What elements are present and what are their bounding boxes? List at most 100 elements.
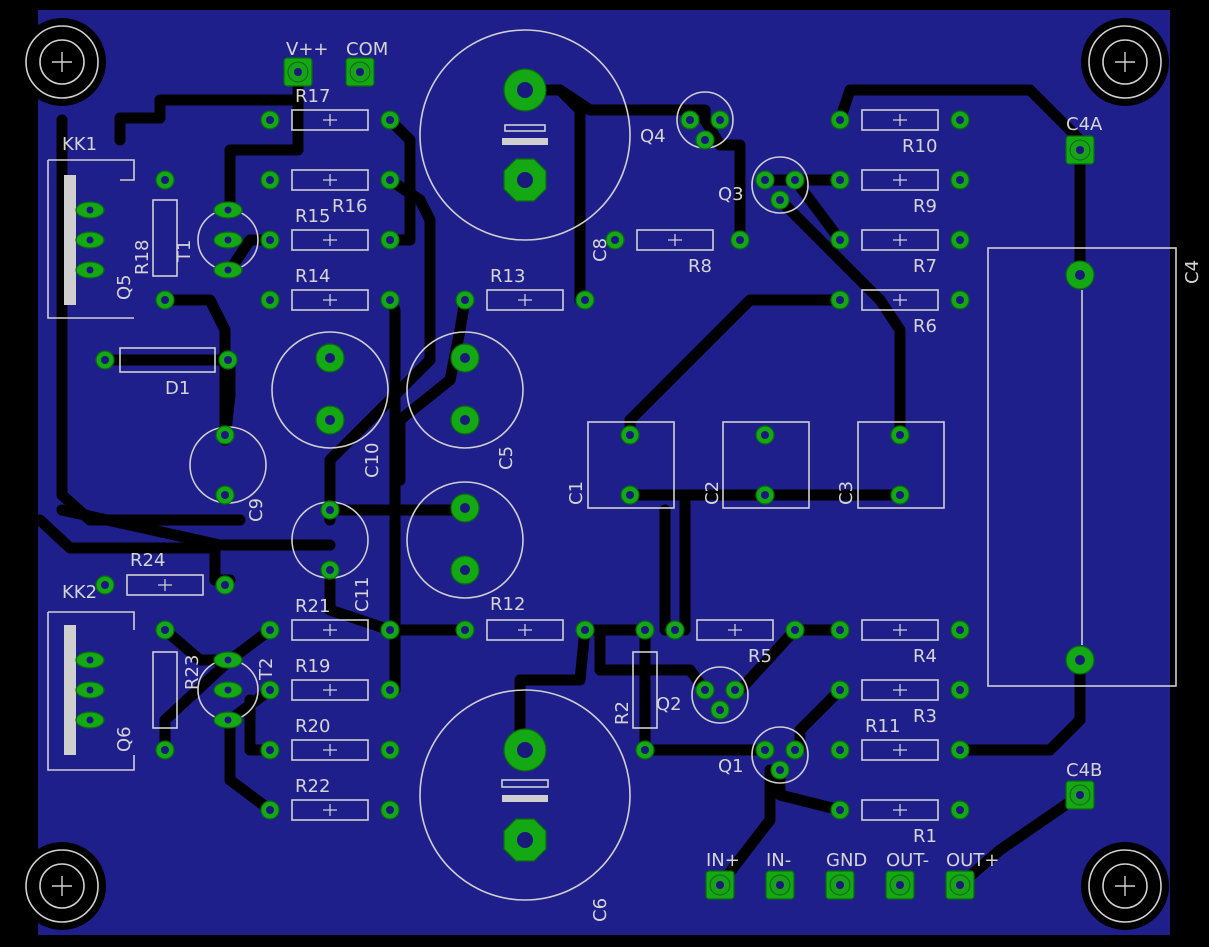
label-gnd: GND — [826, 850, 867, 871]
label-q4: Q4 — [640, 126, 666, 147]
c-top-mark — [504, 124, 546, 132]
pad-vpp — [283, 57, 313, 87]
r24-pad-2 — [215, 575, 235, 595]
c3-pad-1 — [890, 425, 910, 445]
c6-pad-minus — [503, 818, 547, 862]
r22-pad-1 — [260, 800, 280, 820]
r5-pad-1 — [665, 620, 685, 640]
c4b-pad — [1065, 780, 1095, 810]
pad-in-minus — [765, 870, 795, 900]
r4-pad-2 — [950, 620, 970, 640]
c1-pad-2 — [620, 485, 640, 505]
q5-pad-1 — [75, 201, 105, 219]
c5-outline — [406, 331, 524, 449]
r13-pad-1 — [455, 290, 475, 310]
c1-outline — [587, 421, 675, 509]
r7-pad-2 — [950, 230, 970, 250]
c-top-pad-minus — [503, 158, 547, 202]
label-r13: R13 — [490, 266, 525, 287]
label-r11: R11 — [865, 716, 900, 737]
q4-pad-1 — [680, 110, 700, 130]
label-c2: C2 — [702, 481, 723, 505]
c4a-pad — [1065, 135, 1095, 165]
r15-pad-1 — [260, 230, 280, 250]
c2-pad-2 — [755, 485, 775, 505]
mounting-hole-bottom-right — [1080, 841, 1170, 931]
c9-pad-1 — [215, 425, 235, 445]
r9-pad-2 — [950, 170, 970, 190]
c-top-pad-plus — [503, 68, 547, 112]
label-r8: R8 — [688, 256, 712, 277]
r19-pad-2 — [380, 680, 400, 700]
q6-pad-1 — [75, 651, 105, 669]
r15-pad-2 — [380, 230, 400, 250]
q2-pad-1 — [695, 680, 715, 700]
t1-pad-3 — [213, 261, 243, 279]
label-r17: R17 — [295, 86, 330, 107]
r18-pad-2 — [155, 290, 175, 310]
pad-out-minus — [885, 870, 915, 900]
r24-pad-1 — [95, 575, 115, 595]
r21-pad-2 — [380, 620, 400, 640]
q1-pad-3 — [770, 760, 790, 780]
r17-pad-2 — [380, 110, 400, 130]
r6-pad-1 — [830, 290, 850, 310]
heatsink-kk2 — [47, 611, 135, 771]
label-c9: C9 — [246, 498, 267, 522]
label-c4: C4 — [1182, 260, 1203, 284]
label-kk2: KK2 — [62, 582, 97, 603]
r7-pad-1 — [830, 230, 850, 250]
pad-gnd — [825, 870, 855, 900]
copper-area — [38, 10, 1170, 935]
q3-pad-1 — [755, 170, 775, 190]
q6-pad-3 — [75, 711, 105, 729]
label-out-minus: OUT- — [886, 850, 929, 871]
label-r10: R10 — [902, 136, 937, 157]
label-r14: R14 — [295, 266, 330, 287]
r22-pad-2 — [380, 800, 400, 820]
r14-pad-2 — [380, 290, 400, 310]
r11-pad-1 — [830, 740, 850, 760]
label-r18: R18 — [132, 240, 153, 275]
c5-pad-1 — [450, 343, 480, 373]
q3-outline — [751, 156, 809, 214]
label-c10: C10 — [362, 443, 383, 478]
mounting-hole-top-left — [17, 17, 107, 107]
mounting-hole-bottom-left — [17, 841, 107, 931]
label-r3: R3 — [913, 706, 937, 727]
r17-pad-1 — [260, 110, 280, 130]
label-r15: R15 — [295, 206, 330, 227]
r23-outline — [152, 651, 178, 729]
r3-pad-1 — [830, 680, 850, 700]
c12-pad-1 — [450, 493, 480, 523]
r18-outline — [152, 199, 178, 277]
label-out-plus: OUT+ — [946, 850, 999, 871]
r2-pad-1 — [635, 620, 655, 640]
label-r19: R19 — [295, 656, 330, 677]
label-r22: R22 — [295, 776, 330, 797]
kk2-tab — [64, 625, 76, 755]
r2-outline — [632, 651, 658, 729]
label-c3: C3 — [836, 481, 857, 505]
label-r2: R2 — [612, 701, 633, 725]
q5-pad-3 — [75, 261, 105, 279]
t2-pad-2 — [213, 681, 243, 699]
r12-pad-2 — [575, 620, 595, 640]
c6-pad-plus — [503, 728, 547, 772]
pad-out-plus — [945, 870, 975, 900]
c10-outline — [271, 331, 389, 449]
r14-pad-1 — [260, 290, 280, 310]
label-r12: R12 — [490, 594, 525, 615]
label-t1: T1 — [174, 240, 195, 263]
label-q1: Q1 — [718, 756, 744, 777]
r5-pad-2 — [785, 620, 805, 640]
c-top-mark-fill — [502, 138, 548, 145]
r1-pad-2 — [950, 800, 970, 820]
kk1-tab — [64, 175, 76, 305]
c12-pad-2 — [450, 555, 480, 585]
c3-outline — [857, 421, 945, 509]
label-d1: D1 — [165, 378, 190, 399]
mounting-hole-top-right — [1080, 17, 1170, 107]
label-r5: R5 — [748, 646, 772, 667]
